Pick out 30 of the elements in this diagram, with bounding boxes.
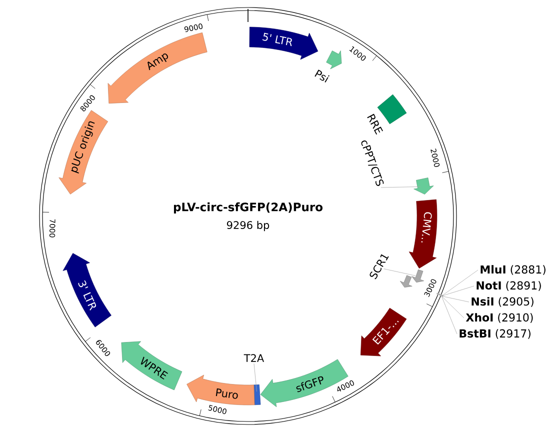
site-label: NotI (2891): [476, 281, 541, 291]
leader-line: [384, 268, 416, 276]
leader-line: [380, 186, 421, 188]
leader-line: [441, 296, 464, 318]
site-label: MluI (2881): [480, 265, 546, 275]
feature-block: pUC origin: [58, 110, 108, 194]
leader-line: [441, 286, 474, 296]
size-label: 9296 bp: [226, 220, 270, 232]
feature-block: Puro: [186, 374, 255, 406]
site-label: BstBI (2917): [460, 329, 530, 339]
node-label: Psi: [314, 70, 330, 83]
leader-line: [254, 363, 257, 392]
cut-site-mark: [436, 292, 444, 297]
feature-block: [414, 178, 434, 194]
title: pLV-circ-sfGFP(2A)Puro: [174, 202, 323, 214]
site-label: XhoI (2910): [466, 313, 533, 323]
site-label: NsiI (2905): [472, 297, 534, 307]
feature-block: CMV...: [408, 199, 438, 268]
leader-line: [441, 296, 470, 302]
node-label: RRE: [367, 114, 384, 135]
feature-block: Amp: [108, 32, 208, 104]
leader-line: [441, 270, 478, 296]
feature-block: RRE: [367, 94, 407, 135]
feature-block: [400, 275, 412, 288]
feature-label: T2A: [244, 354, 264, 362]
leader-line: [441, 296, 458, 334]
feature-block: [254, 384, 261, 406]
feature-block: 3' LTR: [62, 253, 112, 328]
feature-block: [412, 270, 424, 282]
feature-block: 5' LTR: [249, 26, 318, 60]
